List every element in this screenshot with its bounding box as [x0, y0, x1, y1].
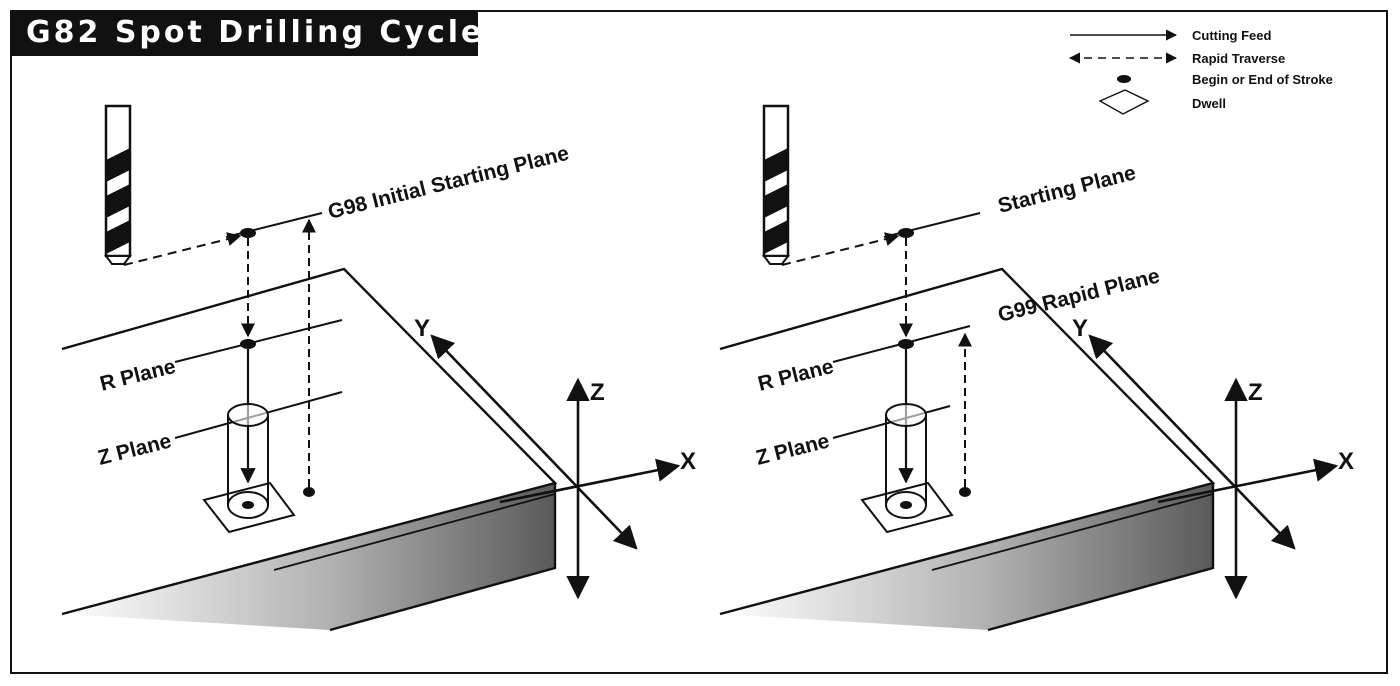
legend: Cutting Feed Rapid Traverse Begin or End…	[1068, 28, 1333, 115]
r-plane-line	[174, 319, 343, 363]
legend-dwell-icon	[1098, 89, 1150, 115]
diagram-title: G82 Spot Drilling Cycle	[10, 10, 481, 56]
left-r-plane-label: R Plane	[98, 355, 178, 396]
y-axis-label: Y	[1072, 315, 1088, 342]
hole-top	[885, 403, 927, 427]
r-point-marker	[898, 339, 914, 349]
left-z-plane-label: Z Plane	[96, 429, 174, 469]
left-panel: G98 Initial Starting Plane R Plane Z Pla…	[61, 104, 696, 632]
start-point-marker	[240, 228, 256, 238]
x-axis-label: X	[1338, 448, 1354, 475]
x-axis-label: X	[680, 448, 696, 475]
z-axis-label: Z	[590, 379, 605, 406]
legend-begin-end-label: Begin or End of Stroke	[1192, 72, 1333, 87]
left-initial-plane-label: G98 Initial Starting Plane	[326, 142, 572, 224]
y-axis-arrow	[1088, 334, 1296, 550]
hole-top	[227, 403, 269, 427]
legend-dwell-label: Dwell	[1192, 96, 1226, 111]
workpiece-side-face	[62, 483, 555, 630]
right-axes: Y X Z	[1072, 315, 1354, 600]
right-start-plane-label: Starting Plane	[996, 161, 1139, 217]
right-r-plane-label: R Plane	[756, 355, 836, 396]
y-axis-label: Y	[414, 315, 430, 342]
hole-bottom-inner	[242, 501, 254, 509]
drill-bit-icon	[762, 104, 790, 265]
legend-stroke-point-icon	[1117, 75, 1131, 83]
legend-cutting-feed-label: Cutting Feed	[1192, 28, 1271, 43]
legend-rapid-traverse-label: Rapid Traverse	[1192, 51, 1285, 66]
drill-bit-icon	[104, 104, 132, 265]
x-axis-arrow	[1157, 458, 1339, 504]
rapid-to-start-path	[123, 232, 242, 266]
rapid-to-start-path	[781, 232, 900, 266]
r-point-marker	[240, 339, 256, 349]
y-axis-arrow	[430, 334, 638, 550]
x-axis-arrow	[499, 458, 681, 504]
right-panel: Starting Plane G99 Rapid Plane R Plane Z…	[719, 104, 1354, 632]
workpiece-side-face	[720, 483, 1213, 630]
left-axes: Y X Z	[414, 315, 696, 600]
retract-point-marker	[303, 487, 315, 497]
hole-bottom-inner	[900, 501, 912, 509]
start-point-marker	[898, 228, 914, 238]
z-axis-label: Z	[1248, 379, 1263, 406]
retract-point-marker	[959, 487, 971, 497]
right-z-plane-label: Z Plane	[754, 429, 832, 469]
